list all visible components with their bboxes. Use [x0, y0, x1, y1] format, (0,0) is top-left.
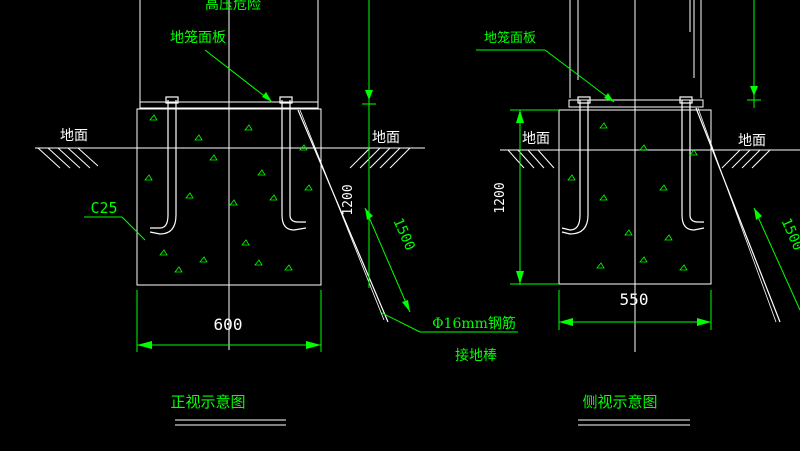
side-cage-plate — [568, 99, 704, 108]
front-view: 1200 1500 600 高压危险 地笼面板 地面 地面 C25 Φ16mm钢… — [35, 0, 518, 426]
front-concrete-aggregate — [144, 114, 313, 273]
side-ground-left-label: 地面 — [522, 131, 550, 147]
front-concrete-block — [136, 108, 322, 286]
side-width-arrow-left — [559, 318, 573, 326]
side-view-title: 侧视示意图 — [582, 393, 657, 411]
front-rod-dim-arrow-top — [365, 208, 373, 220]
front-concrete-label: C25 — [90, 199, 117, 217]
front-depth-arrow-top — [365, 90, 373, 100]
side-ground-rod — [695, 107, 781, 323]
side-depth-arrow-top — [516, 110, 524, 123]
front-width-arrow-right — [306, 341, 321, 349]
side-rod-length-label: 1500 — [777, 216, 800, 253]
front-top-cut-label: 高压危险 — [205, 0, 261, 13]
front-cage-plate-label: 地笼面板 — [170, 29, 226, 46]
side-cage-plate-leader-arrow — [604, 93, 614, 102]
side-depth-arrow-bottom — [516, 271, 524, 284]
side-cage-plate-label: 地笼面板 — [484, 30, 536, 46]
side-rod-dim-line — [753, 207, 800, 311]
front-depth-label: 1200 — [341, 184, 356, 215]
front-view-title: 正视示意图 — [170, 393, 245, 411]
front-rod-label-leader — [379, 311, 421, 333]
front-ground-hatch-right — [349, 147, 411, 169]
side-view: 1200 1500 550 地笼面板 地面 地面 侧视示意图 — [476, 0, 800, 426]
side-cage-plate-leader — [544, 49, 615, 103]
front-ground-right-label: 地面 — [372, 130, 400, 146]
side-top-dim-arrow — [750, 86, 758, 96]
front-cage-plate-leader-arrow — [262, 92, 272, 102]
front-rod-label-line2: 接地棒 — [455, 347, 497, 364]
side-ground-hatch-right — [721, 149, 771, 169]
front-width-arrow-left — [137, 341, 152, 349]
front-cage-plate — [139, 101, 319, 109]
front-rod-dim-arrow-bottom — [402, 300, 410, 312]
front-anchor-bolts — [149, 96, 307, 235]
front-width-label: 600 — [214, 315, 243, 334]
side-concrete-block — [558, 109, 712, 285]
front-ground-hatch-left — [37, 147, 99, 169]
front-cage-plate-leader — [204, 49, 273, 103]
side-width-label: 550 — [620, 290, 649, 309]
side-ground-right-label: 地面 — [738, 133, 766, 149]
front-rod-length-label: 1500 — [389, 216, 417, 253]
side-ground-rod-inner — [697, 107, 777, 323]
side-width-arrow-right — [697, 318, 711, 326]
side-rod-dim-arrow — [754, 208, 762, 220]
front-rod-dim-line — [364, 207, 411, 313]
front-c25-leader — [121, 216, 146, 241]
front-rod-label-line1: Φ16mm钢筋 — [432, 315, 516, 332]
front-ground-rod-inner — [299, 109, 385, 321]
side-concrete-aggregate — [567, 122, 698, 271]
front-ground-left-label: 地面 — [60, 128, 88, 144]
front-ground-rod — [297, 109, 389, 323]
side-depth-label: 1200 — [493, 182, 508, 213]
side-anchor-bolts — [561, 96, 705, 235]
side-ground-hatch-left — [507, 149, 555, 169]
